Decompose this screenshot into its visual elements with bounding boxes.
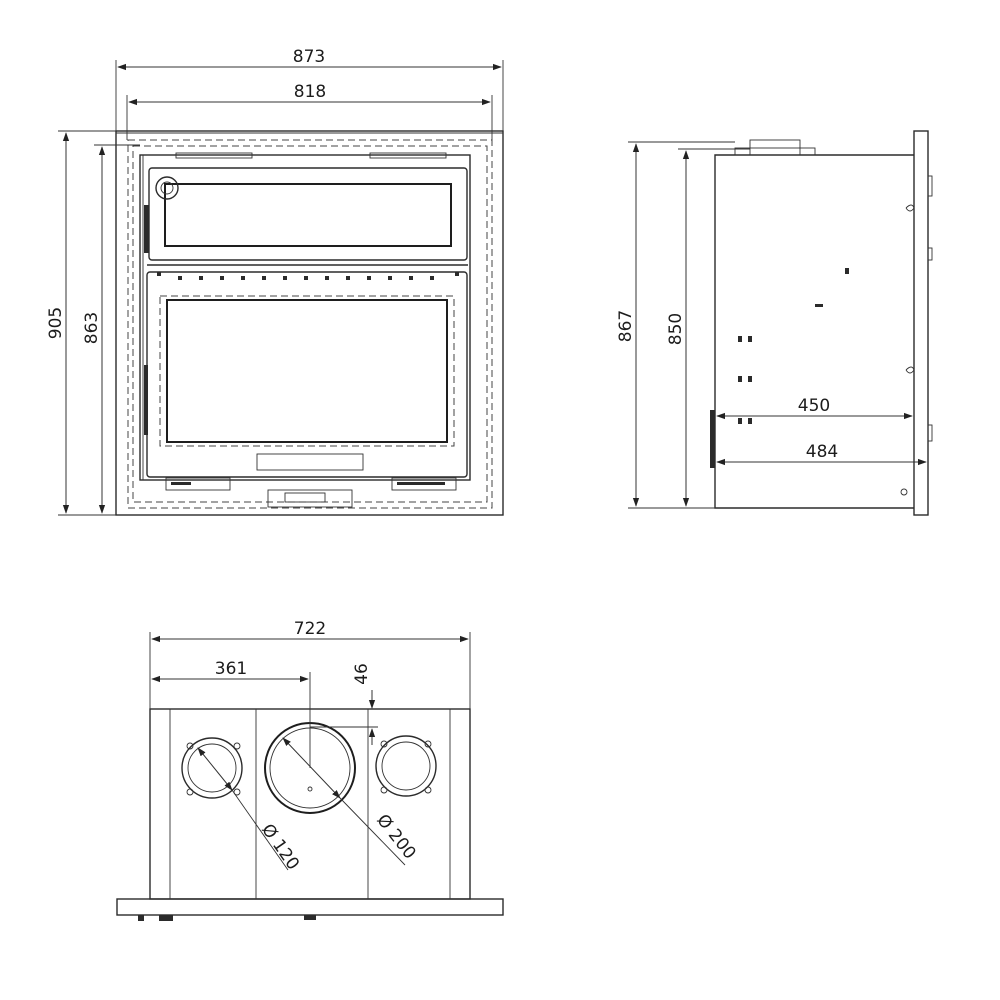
dim-inner-width: 818	[294, 82, 326, 102]
front-view: 873 818 905 863	[46, 47, 504, 516]
dim-top-center: 361	[215, 659, 247, 679]
top-view: Ø 120 Ø 200 722 361 46	[116, 619, 504, 921]
dim-overall-height: 905	[46, 307, 66, 339]
dim-side-overall-height: 867	[616, 310, 636, 342]
dim-flue-offset: 46	[352, 663, 372, 685]
side-view: 867 850 450 484	[616, 130, 933, 516]
dia-duct-label: Ø 120	[257, 820, 303, 873]
dim-side-inner-height: 850	[666, 313, 686, 345]
dim-depth-overall: 484	[806, 442, 838, 462]
dim-top-width: 722	[294, 619, 326, 639]
dim-depth-inner: 450	[798, 396, 830, 416]
dim-overall-width: 873	[293, 47, 325, 67]
rail-marks	[157, 272, 459, 280]
dim-inner-height: 863	[82, 312, 102, 344]
